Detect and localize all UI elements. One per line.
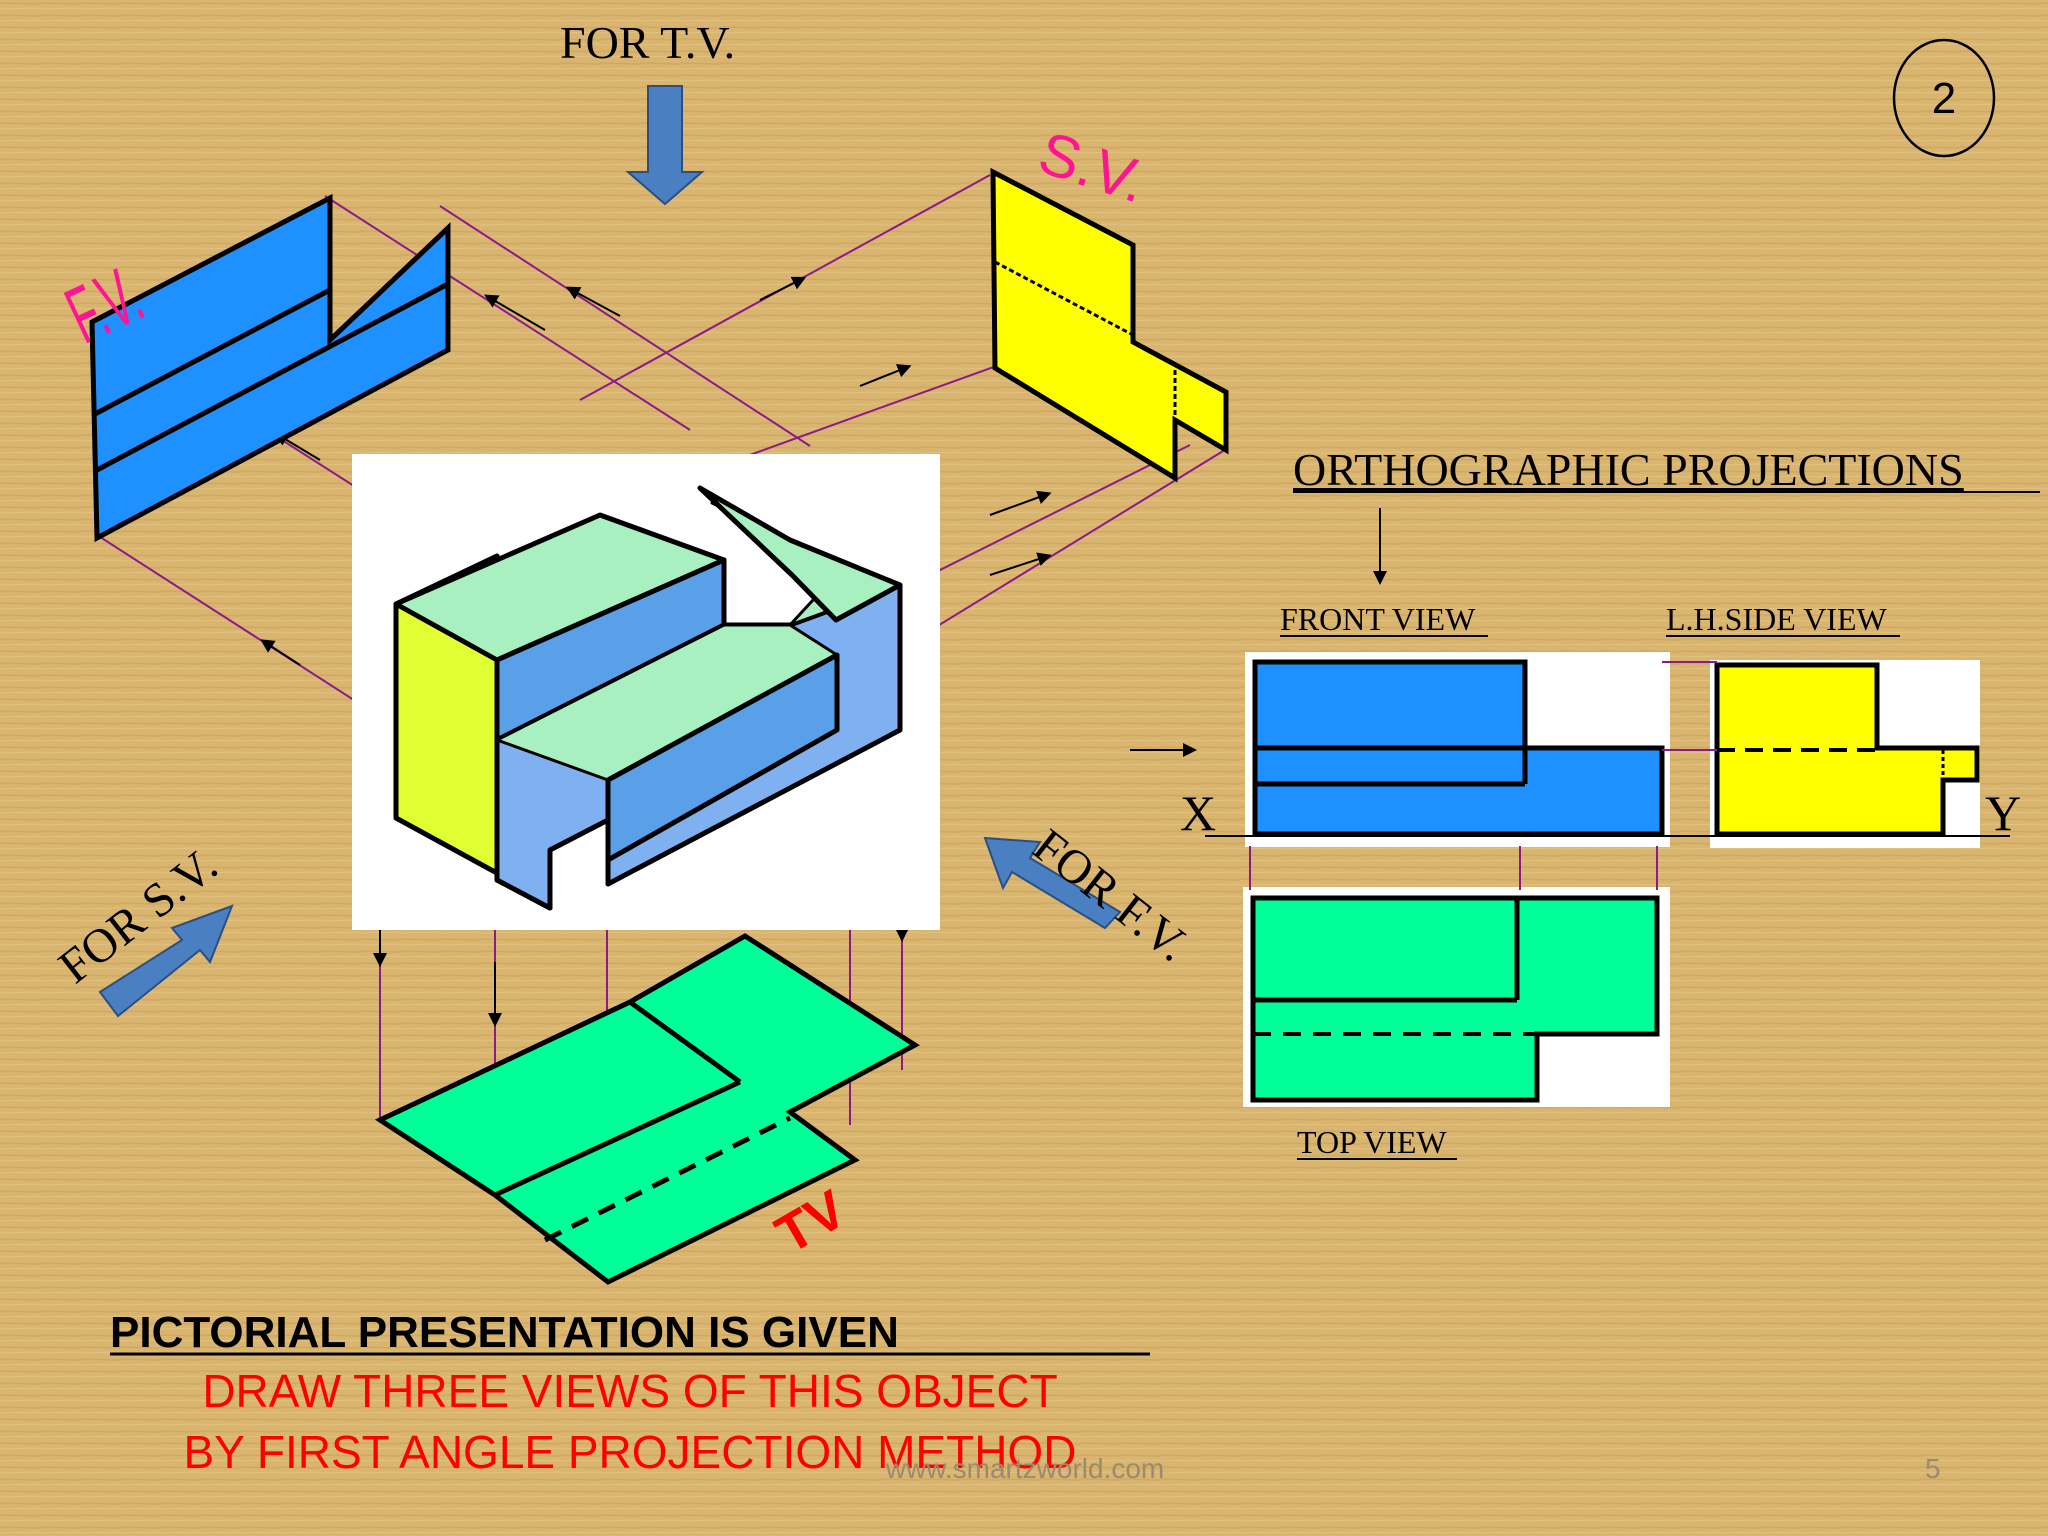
ortho-front-view bbox=[1252, 659, 1665, 837]
front-view-label: FRONT VIEW bbox=[1280, 601, 1476, 637]
page-number: 5 bbox=[1925, 1453, 1941, 1484]
badge-number: 2 bbox=[1932, 74, 1956, 123]
y-label: Y bbox=[1985, 785, 2021, 841]
ortho-top-view bbox=[1250, 895, 1660, 1103]
top-view-label: TOP VIEW bbox=[1297, 1124, 1447, 1160]
tv-direction-arrow bbox=[625, 85, 705, 206]
ortho-side-view bbox=[1714, 662, 1980, 837]
watermark: www.smartzworld.com bbox=[885, 1453, 1164, 1484]
slide-number-badge: 2 bbox=[1892, 38, 1996, 158]
ortho-projector-lines bbox=[1249, 661, 1717, 890]
caption-line3: BY FIRST ANGLE PROJECTION METHOD bbox=[184, 1426, 1077, 1478]
side-view-label: L.H.SIDE VIEW bbox=[1666, 601, 1888, 637]
ortho-title: ORTHOGRAPHIC PROJECTIONS bbox=[1293, 444, 1964, 495]
isometric-object bbox=[393, 485, 903, 911]
for-tv-label: FOR T.V. bbox=[560, 17, 735, 68]
pictorial-side-view-plane bbox=[990, 167, 1229, 483]
caption-line1: PICTORIAL PRESENTATION IS GIVEN bbox=[110, 1308, 899, 1357]
x-label: X bbox=[1180, 785, 1216, 841]
sv-direction-arrow bbox=[98, 904, 234, 1018]
caption-line2: DRAW THREE VIEWS OF THIS OBJECT bbox=[202, 1365, 1057, 1417]
pictorial-top-view-plane bbox=[374, 933, 920, 1285]
fv-direction-arrow bbox=[983, 836, 1122, 930]
pictorial-front-view-plane bbox=[89, 193, 451, 543]
